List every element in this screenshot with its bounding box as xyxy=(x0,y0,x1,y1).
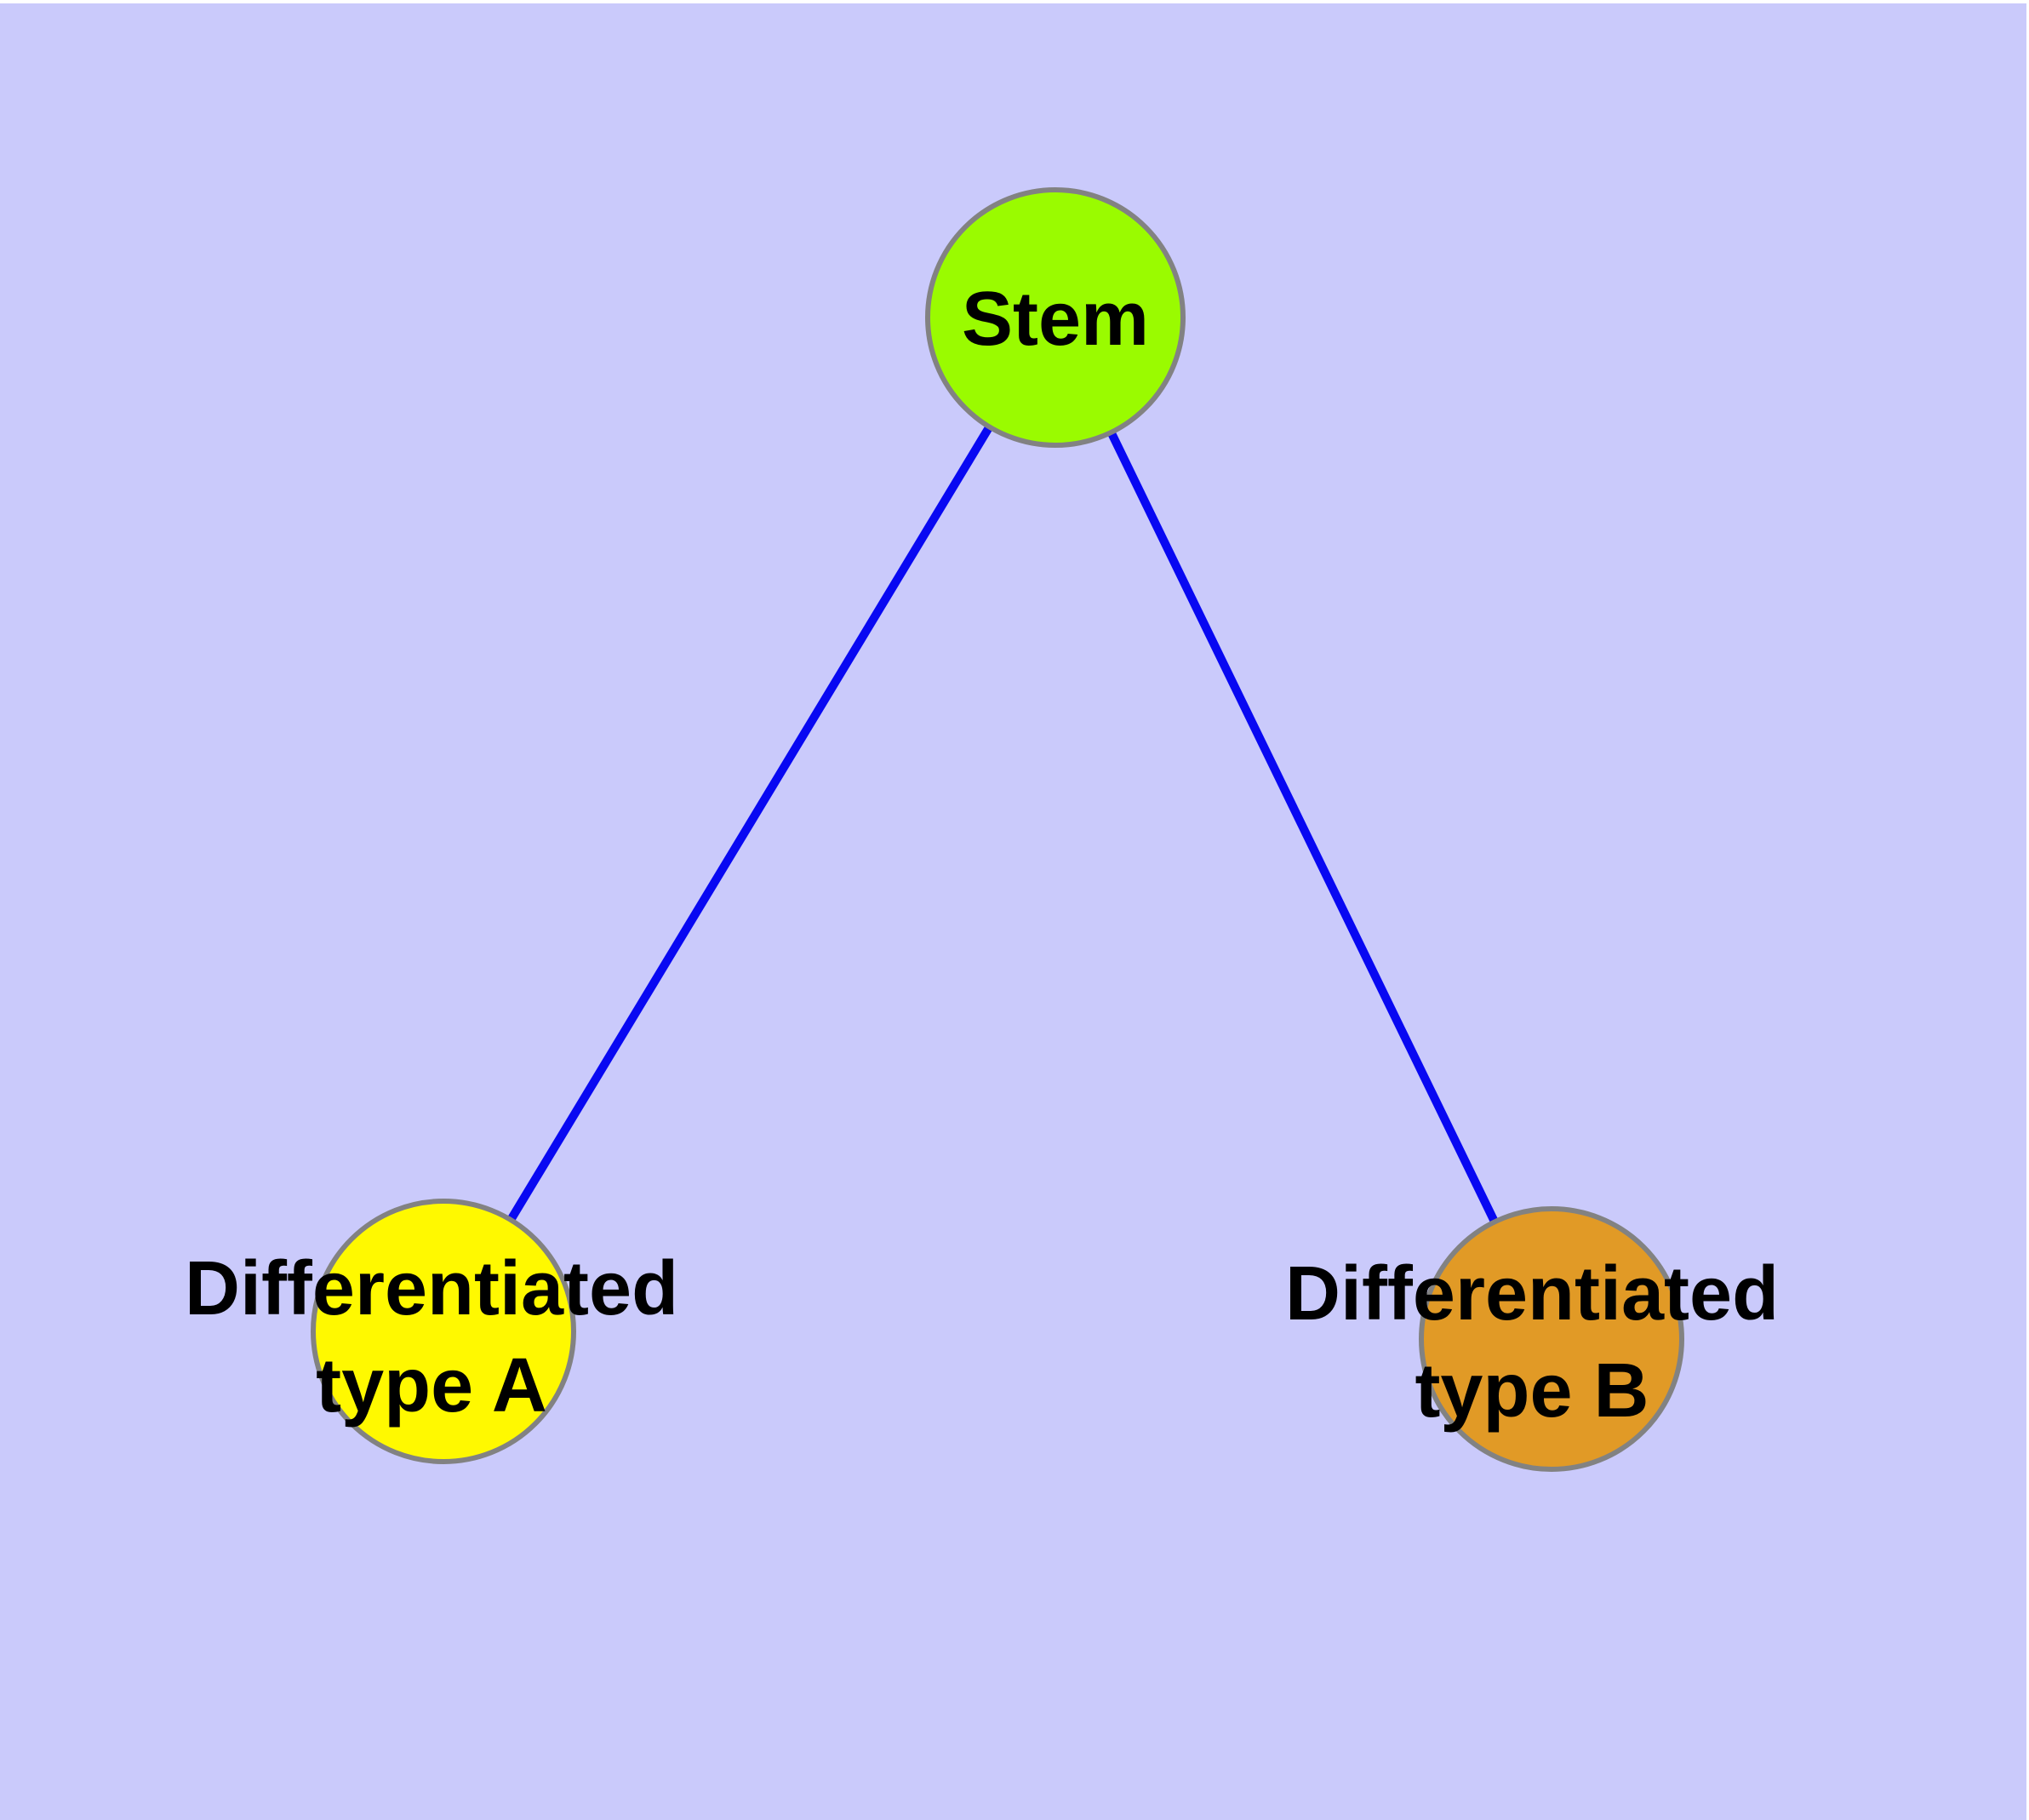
edge-stem-to-type-a xyxy=(439,315,1060,1334)
node-stem-circle xyxy=(925,187,1186,448)
node-differentiated-type-b-label: Differentiated type B xyxy=(1285,1245,1779,1439)
edge-stem-to-type-b xyxy=(1051,315,1556,1342)
node-differentiated-type-b-circle xyxy=(1419,1206,1684,1472)
node-differentiated-type-a-circle xyxy=(311,1199,576,1464)
node-stem-label: Stem xyxy=(962,271,1149,368)
node-label-line: Stem xyxy=(961,277,1150,362)
node-differentiated-type-a-label: Differentiated type A xyxy=(185,1240,678,1434)
node-label-line: Differentiated xyxy=(1284,1251,1780,1336)
node-label-line: type A xyxy=(316,1343,547,1428)
node-label-line: Differentiated xyxy=(184,1246,679,1331)
node-label-line: type B xyxy=(1415,1348,1649,1434)
